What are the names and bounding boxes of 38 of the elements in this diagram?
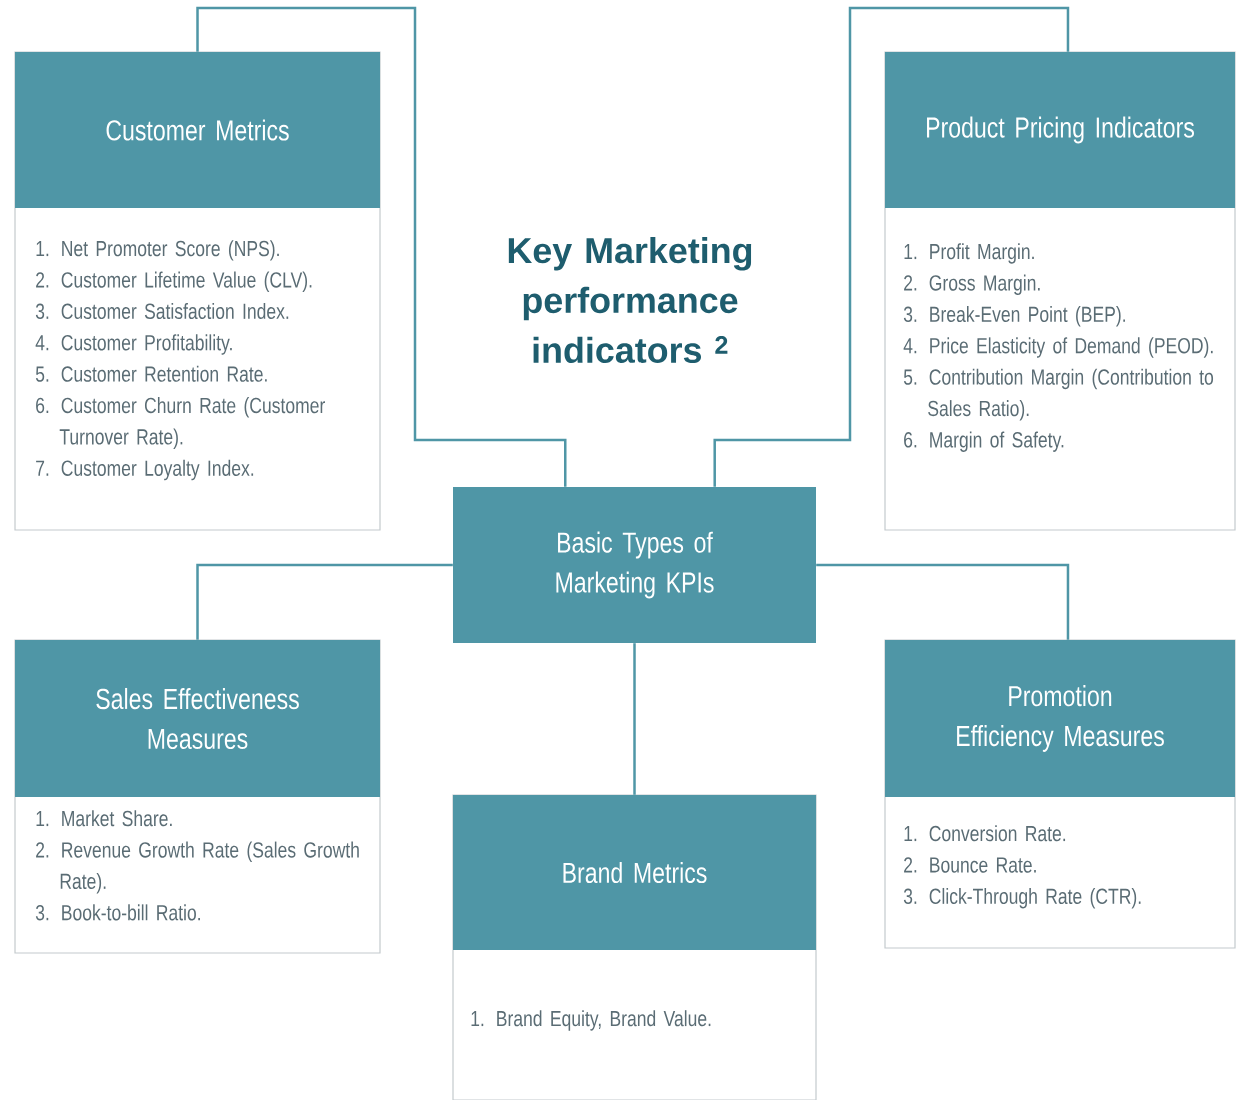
list-item: 1. Brand Equity, Brand Value.	[471, 1010, 711, 1031]
list-item: 1. Profit Margin.	[904, 243, 1034, 264]
list-item: 1. Net Promoter Score (NPS).	[36, 240, 279, 261]
list-item: 1. Market Share.	[36, 810, 172, 827]
list-item: 4. Customer Profitability.	[35, 334, 232, 355]
card-heading: Sales Effectiveness Measures	[96, 687, 299, 750]
list-item: 3. Customer Satisfaction Index.	[35, 302, 289, 320]
list-item: 2. Bounce Rate.	[904, 857, 1036, 873]
list-item: 6. Customer Churn Rate (Customer Turnover Rate).	[36, 397, 325, 449]
list-item: 2. Gross Margin.	[904, 274, 1040, 295]
list-item: 5. Contribution Margin (Contribution to Sales Ratio).	[903, 368, 1214, 421]
kpi-card	[14, 639, 381, 954]
kpi-card	[452, 794, 817, 1100]
list-item: 3. Break-Even Point (BEP).	[903, 305, 1125, 327]
card-heading: Product Pricing Indicators	[927, 116, 1194, 144]
kpi-card	[884, 639, 1236, 949]
list-item: 2. Revenue Growth Rate (Sales Growth Rate).	[36, 841, 359, 894]
list-item: 4. Price Elasticity of Demand (PEOD).	[903, 337, 1213, 358]
list-item: 3. Click-Through Rate (CTR).	[903, 887, 1141, 909]
card-heading: Promotion Efficiency Measures	[957, 685, 1164, 752]
list-item: 3. Book-to-bill Ratio.	[35, 904, 200, 921]
connector-line	[713, 6, 1070, 487]
kpi-card	[14, 51, 381, 531]
list-item: 2. Customer Lifetime Value (CLV).	[36, 271, 312, 292]
kpi-card	[453, 487, 816, 643]
list-item: 7. Customer Loyalty Index.	[36, 459, 254, 481]
connector-line	[196, 6, 567, 487]
card-heading: Basic Types of Marketing KPIs	[556, 531, 714, 599]
list-item: 1. Conversion Rate.	[904, 825, 1066, 842]
list-item: 6. Margin of Safety.	[904, 431, 1064, 452]
connector-line	[196, 563, 453, 640]
list-item: 5. Customer Retention Rate.	[35, 365, 267, 382]
connector-line	[633, 643, 636, 795]
title: Key Marketing performance indicators $^{2}$	[508, 237, 752, 363]
card-heading: Customer Metrics	[106, 119, 289, 141]
connector-line	[816, 563, 1070, 640]
kpi-card	[884, 51, 1236, 531]
card-heading: Brand Metrics	[563, 861, 707, 884]
